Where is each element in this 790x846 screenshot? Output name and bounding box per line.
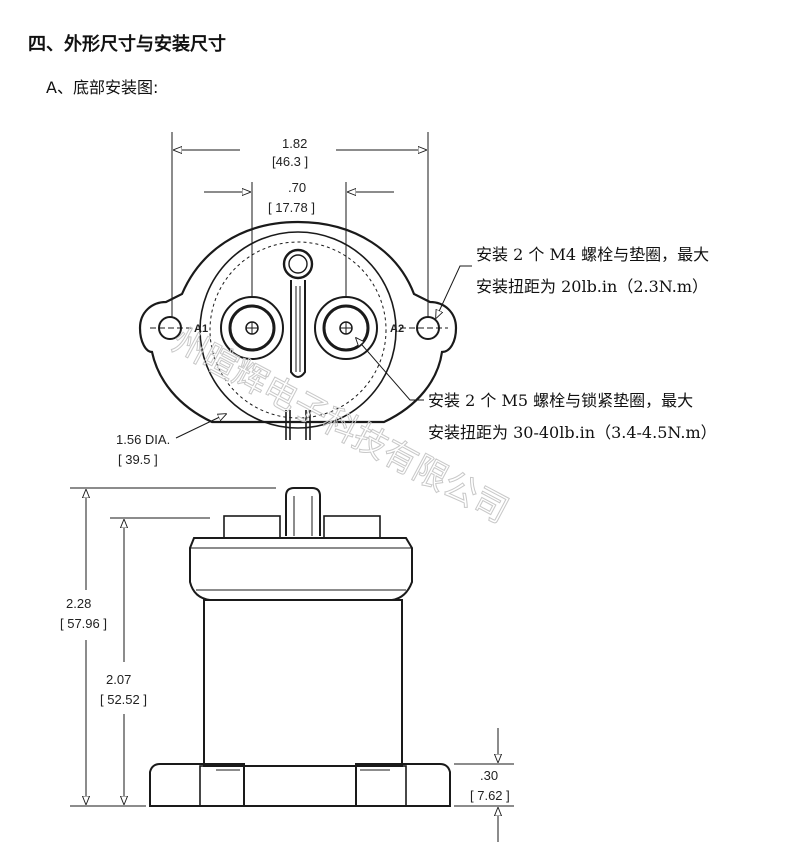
- m4-note-line-2: 安装扭距为 20lb.in（2.3N.m）: [476, 277, 708, 296]
- top-view: [138, 220, 458, 440]
- body-diameter-inch: 1.56 DIA.: [116, 432, 170, 447]
- overall-height-inch: 2.28: [66, 596, 91, 611]
- coil-ring: [282, 248, 314, 280]
- terminal-spacing-mm: [ 17.78 ]: [268, 200, 315, 215]
- terminal-a2: [314, 296, 378, 360]
- base-plate: [199, 765, 407, 807]
- overall-height-mm: [ 57.96 ]: [60, 616, 107, 631]
- body-height-mm: [ 52.52 ]: [100, 692, 147, 707]
- terminal-a2-label: A2: [390, 323, 404, 335]
- base-foot-left: [149, 763, 245, 807]
- overall-width-mm: [46.3 ]: [272, 154, 308, 169]
- terminal-spacing-inch: .70: [288, 180, 306, 195]
- overall-width-dimension: [171, 132, 429, 318]
- terminal-a1-label: A1: [194, 323, 208, 335]
- section-title: 四、外形尺寸与安装尺寸: [28, 34, 226, 55]
- mounting-flange: [138, 220, 458, 424]
- overall-height-dimension: [70, 487, 276, 807]
- base-thickness-inch: .30: [480, 768, 498, 783]
- body-height-inch: 2.07: [106, 672, 131, 687]
- body-height-dimension: [110, 517, 210, 804]
- terminal-boss-left: [223, 515, 281, 539]
- top-cap: [189, 537, 413, 601]
- base-foot-right: [355, 763, 451, 807]
- m5-note-line-1: 安装 2 个 M5 螺栓与锁紧垫圈，最大: [428, 391, 693, 410]
- m4-note-line-1: 安装 2 个 M4 螺栓与垫圈，最大: [476, 245, 709, 264]
- base-thickness-mm: [ 7.62 ]: [470, 788, 510, 803]
- terminal-spacing-dimension: [204, 182, 394, 296]
- m5-note-leader: [356, 338, 424, 401]
- body-diameter-leader: [175, 414, 226, 439]
- m4-note-leader: [436, 265, 472, 318]
- terminal-a1: [220, 296, 284, 360]
- body-outline: [199, 231, 397, 429]
- coil-stud: [285, 487, 321, 536]
- base-thickness-dimension: [454, 728, 514, 842]
- terminal-boss-right: [323, 515, 381, 539]
- overall-width-inch: 1.82: [282, 136, 307, 151]
- body-diameter-mm: [ 39.5 ]: [118, 452, 158, 467]
- subsection-title: A、底部安装图:: [46, 78, 159, 97]
- main-body: [203, 599, 403, 767]
- m5-note-line-2: 安装扭距为 30-40lb.in（3.4-4.5N.m）: [428, 423, 717, 442]
- side-view: [149, 487, 451, 807]
